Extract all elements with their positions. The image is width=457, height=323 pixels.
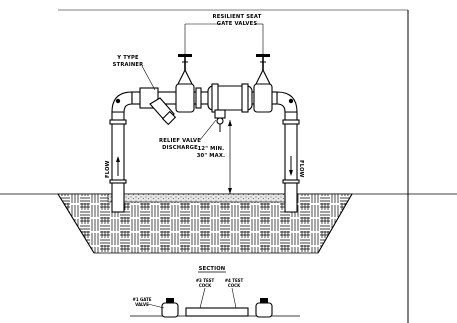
plan-view [130,287,300,318]
relief-valve [214,109,226,132]
flow-label-left: FLOW [105,160,111,178]
sheet-border [58,9,409,323]
flow-arrows [116,156,293,176]
gate-valve-plan-label-1: #1 GATE [132,297,151,302]
test-cock-b-label-2: COCK [228,283,241,288]
test-cock-a-label-2: COCK [199,283,212,288]
backflow-body [207,85,253,111]
resilient-seat-label-2: GATE VALVES [217,21,258,27]
clearance-label-1: 12" MIN. [198,146,225,152]
gate-valve-plan-label-2: VALVE [135,302,149,307]
flow-label-right: FLOW [298,160,304,178]
test-cock-a-label-1: #3 TEST [196,278,215,283]
clearance-dimension [228,120,232,194]
ground-section [0,193,457,254]
resilient-seat-label-1: RESILIENT SEAT [213,14,262,20]
relief-valve-label-2: DISCHARGE [162,145,198,151]
clearance-label-2: 30" MAX. [197,153,225,159]
gate-valve-right [253,54,273,113]
test-cock-b-label-1: #4 TEST [225,278,244,283]
y-strainer-label-1: Y TYPE [116,55,139,61]
section-title: SECTION [199,266,226,272]
gravel-bed [107,193,293,203]
leader-lines [141,23,264,141]
gate-valve-left [175,54,195,113]
y-strainer [139,87,177,126]
relief-valve-label-1: RELIEF VALVE [159,138,201,144]
y-strainer-label-2: STRAINER [113,62,144,68]
horizontal-pipe-run [131,83,278,113]
